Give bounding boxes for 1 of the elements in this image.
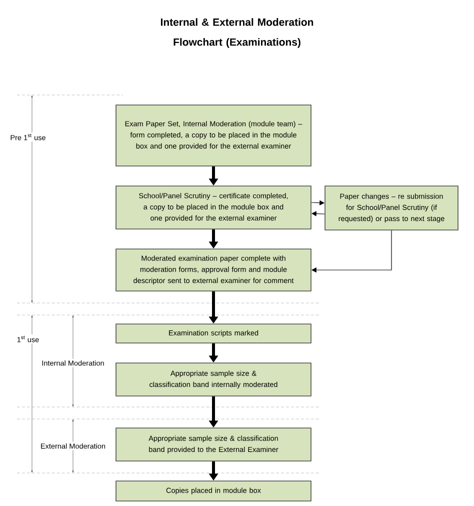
title: Internal & External Moderation Flowchart (Examinations): [160, 18, 314, 48]
